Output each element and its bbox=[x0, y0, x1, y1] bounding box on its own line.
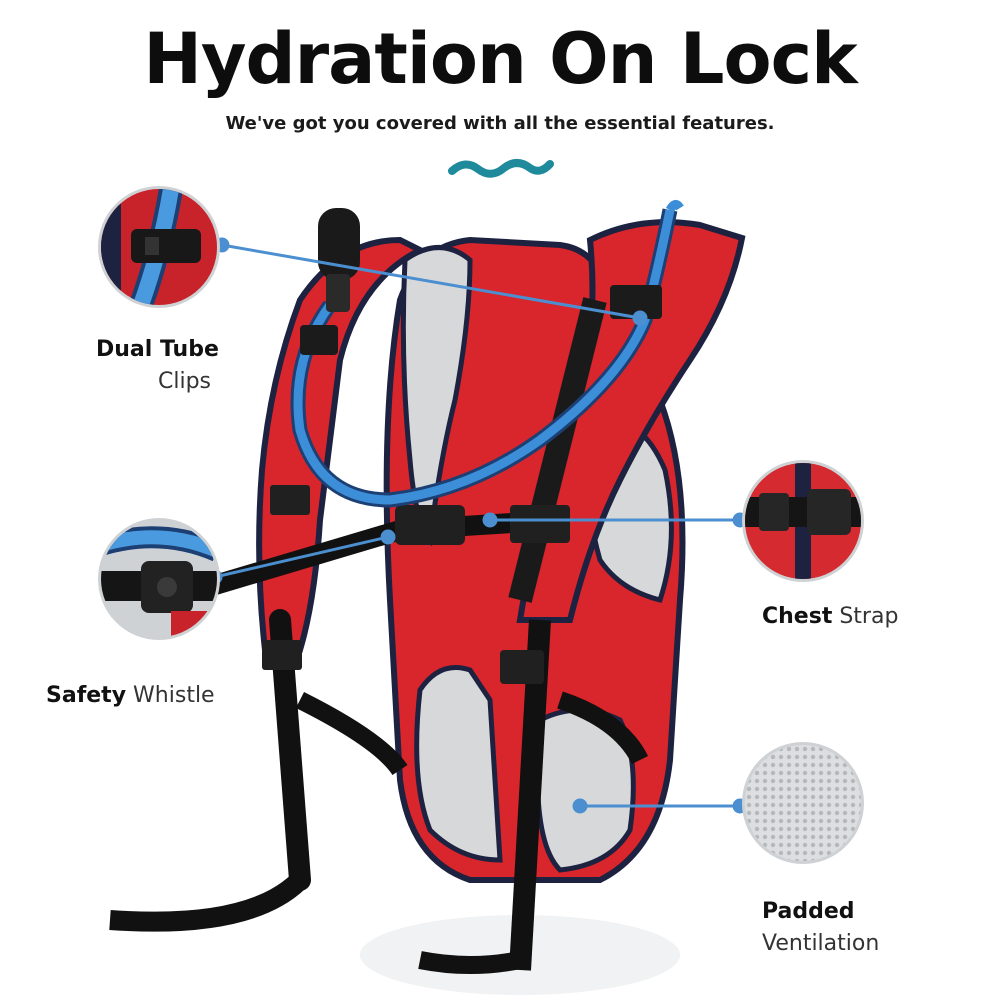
page-title: Hydration On Lock bbox=[143, 18, 857, 100]
tube-clip-closeup-icon bbox=[98, 186, 220, 308]
feature-light: Strap bbox=[839, 604, 899, 629]
feature-light: Clips bbox=[158, 369, 212, 394]
feature-bold: Padded bbox=[762, 899, 855, 924]
feature-label-safety-whistle: Safety Whistle bbox=[46, 680, 215, 712]
feature-label-dual-tube: Dual Tube Clips bbox=[96, 334, 219, 398]
feature-light: Whistle bbox=[133, 683, 215, 708]
wave-divider-icon bbox=[448, 159, 554, 178]
chest-strap-closeup-icon bbox=[742, 460, 864, 582]
feature-light: Ventilation bbox=[762, 931, 880, 956]
feature-bold: Safety bbox=[46, 683, 127, 708]
whistle-buckle-closeup-icon bbox=[98, 518, 220, 640]
feature-bold: Chest bbox=[762, 604, 833, 629]
feature-bold: Dual Tube bbox=[96, 337, 219, 362]
mesh-closeup-icon bbox=[742, 742, 864, 864]
feature-label-chest-strap: Chest Strap bbox=[762, 601, 898, 633]
feature-label-padded-ventilation: Padded Ventilation bbox=[762, 896, 879, 960]
page-subtitle: We've got you covered with all the essen… bbox=[225, 113, 775, 134]
